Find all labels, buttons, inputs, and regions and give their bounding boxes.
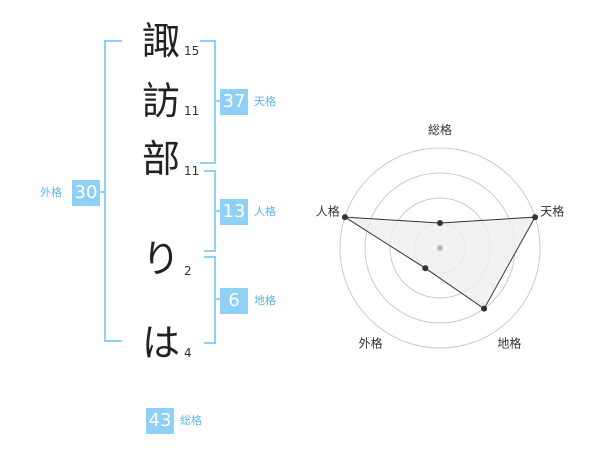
- name-char-2: 訪: [141, 79, 180, 123]
- jinkaku-label: 人格: [254, 205, 276, 218]
- gaikaku-label: 外格: [40, 186, 62, 199]
- jinkaku-bracket: [204, 170, 216, 252]
- radar-axis-label-4: 外格: [359, 335, 383, 350]
- stroke-count-4: 2: [184, 264, 192, 278]
- stroke-count-5: 4: [184, 346, 192, 360]
- gaikaku-value: 30: [72, 180, 100, 206]
- radar-point-3: [481, 305, 488, 312]
- stroke-count-3: 11: [184, 164, 200, 178]
- tenkaku-label: 天格: [254, 95, 276, 108]
- chikaku-label: 地格: [254, 294, 276, 307]
- soukaku-value: 43: [146, 408, 174, 434]
- radar-axis-label-2: 天格: [540, 204, 564, 219]
- soukaku-label: 総格: [180, 414, 202, 427]
- radar-axis-label-3: 地格: [497, 335, 521, 350]
- name-char-4: り: [141, 237, 180, 281]
- name-char-1: 諏: [141, 19, 180, 63]
- radar-center-dot: [437, 245, 443, 251]
- stroke-count-1: 15: [184, 44, 200, 58]
- jinkaku-value: 13: [220, 199, 248, 225]
- name-char-3: 部: [141, 137, 180, 181]
- jinkaku-tick: [216, 210, 222, 212]
- radar-area: [344, 216, 536, 310]
- stroke-count-2: 11: [184, 104, 200, 118]
- radar-ring-4: [339, 147, 541, 349]
- tenkaku-tick: [216, 100, 222, 102]
- tenkaku-bracket: [200, 40, 216, 164]
- radar-point-4: [422, 265, 429, 272]
- chikaku-value: 6: [220, 288, 248, 314]
- tenkaku-value: 37: [220, 89, 248, 115]
- radar-point-2: [532, 214, 539, 221]
- chikaku-tick: [216, 298, 222, 300]
- radar-point-5: [341, 214, 348, 221]
- name-char-5: は: [141, 321, 180, 365]
- radar-point-1: [437, 220, 443, 226]
- chikaku-bracket: [204, 256, 216, 344]
- gaikaku-tick: [96, 191, 104, 193]
- gaikaku-bracket: [104, 40, 122, 342]
- radar-axis-label-1: 総格: [428, 122, 452, 137]
- radar-axis-label-5: 人格: [316, 204, 340, 219]
